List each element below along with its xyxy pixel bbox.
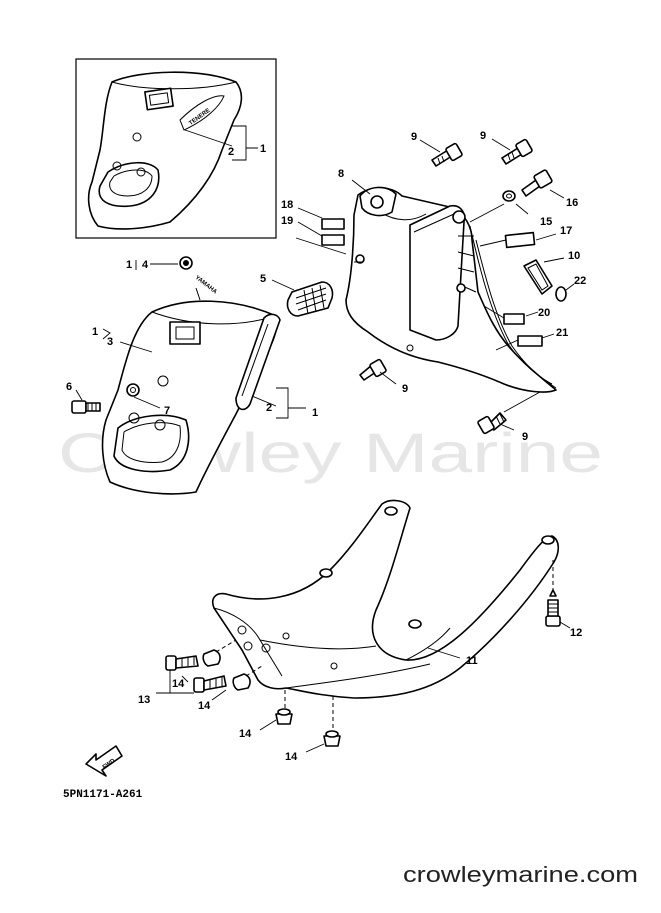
callout-1-panel: 1 [312, 407, 318, 419]
screw-9-d [477, 412, 507, 435]
callout-7: 7 [164, 405, 170, 417]
callout-18: 18 [281, 199, 293, 211]
grommet-14-b [232, 673, 251, 691]
callout-22: 22 [574, 275, 586, 287]
callout-1-cover: 1 [92, 326, 98, 338]
callout-14-a: 14 [172, 678, 185, 690]
yamaha-emblem: YAMAHA [179, 256, 218, 296]
label-19 [321, 234, 345, 246]
callout-11: 11 [466, 655, 478, 667]
seal-10 [523, 259, 553, 295]
callout-12: 12 [570, 627, 582, 639]
callout-10: 10 [568, 250, 580, 262]
fwd-arrow: FWD [85, 745, 123, 777]
callout-1-inset: 1 [260, 143, 266, 155]
callout-14-c: 14 [239, 728, 252, 740]
bolt-16 [521, 169, 553, 197]
label-20 [503, 313, 525, 325]
washer-15 [502, 190, 516, 202]
callout-4: 4 [142, 259, 149, 271]
callout-6: 6 [66, 381, 72, 393]
callout-9-b: 9 [480, 130, 486, 142]
callout-9-a: 9 [411, 131, 417, 143]
label-18 [321, 218, 345, 230]
screw-9-b [501, 138, 533, 165]
label-17 [504, 231, 536, 249]
bolt-6 [71, 400, 101, 414]
diagram-code: 5PN1171-A261 [63, 789, 143, 801]
front-cover-alt: TENERE [87, 71, 243, 230]
callout-14-b: 14 [198, 700, 211, 712]
callout-2-inset: 2 [228, 146, 234, 158]
callout-19: 19 [281, 215, 293, 227]
grille-5 [286, 281, 334, 317]
inner-panel [345, 186, 557, 393]
callout-9-d: 9 [522, 431, 528, 443]
ring-22 [555, 286, 567, 302]
callout-14-d: 14 [285, 751, 298, 763]
grommet-7 [126, 383, 140, 397]
callout-17: 17 [560, 225, 572, 237]
callout-16: 16 [566, 197, 578, 209]
callout-9-c: 9 [402, 383, 408, 395]
grommet-14-d [323, 730, 341, 747]
screw-12 [545, 589, 561, 627]
under-cover [211, 499, 560, 699]
screw-13-a [165, 655, 199, 671]
label-21 [517, 335, 543, 347]
callout-1-emblem: 1 [126, 259, 132, 271]
callout-8: 8 [338, 168, 344, 180]
site-url: crowleymarine.com [403, 862, 638, 887]
callout-5: 5 [260, 273, 266, 285]
inset-box: TENERE 2 1 [75, 58, 277, 239]
screw-9-c [359, 358, 387, 381]
screw-13-b [193, 675, 227, 693]
grommet-14-a [202, 649, 221, 667]
callout-2-cover: 2 [266, 402, 272, 414]
callout-20: 20 [538, 307, 550, 319]
screw-9-a [431, 142, 463, 167]
grommet-14-c [275, 708, 293, 725]
callout-15: 15 [540, 216, 552, 228]
callout-13: 13 [138, 694, 150, 706]
front-cover [101, 287, 281, 495]
callout-21: 21 [556, 327, 568, 339]
callout-3: 3 [107, 336, 113, 348]
